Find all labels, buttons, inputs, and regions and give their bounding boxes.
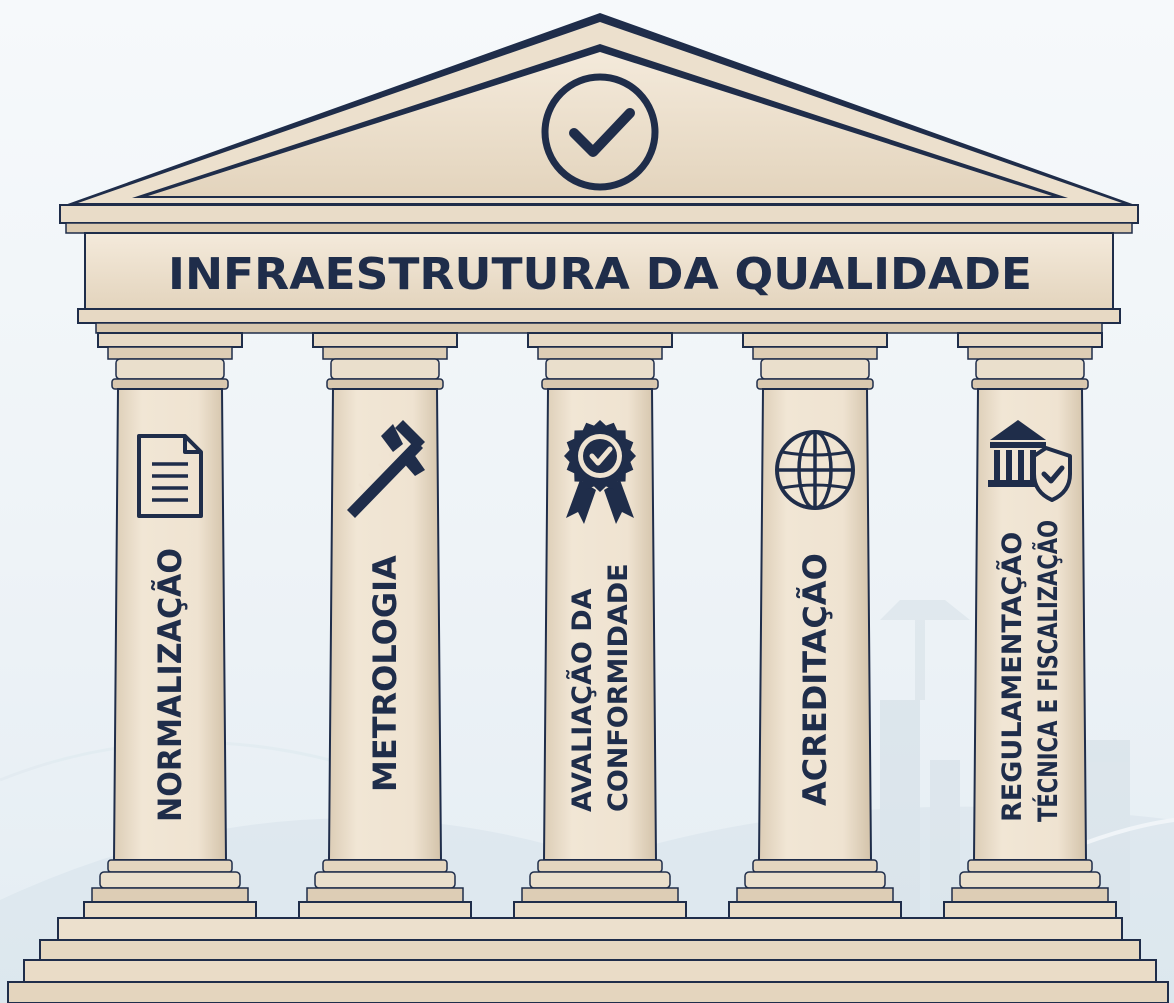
column-2: METROLOGIA [298, 332, 472, 919]
pillar-label-4-line-1: ACREDITAÇÃO [796, 553, 834, 806]
pillar-label-3-line-1: AVALIAÇÃO DA [566, 588, 598, 812]
pillar-label-3-line-2: CONFORMIDADE [603, 563, 634, 812]
stylobate-steps [7, 917, 1169, 1003]
caliper-icon [347, 420, 425, 518]
banner-title: INFRAESTRUTURA DA QUALIDADE [168, 249, 1032, 300]
pediment [62, 13, 1138, 206]
document-icon [137, 434, 203, 518]
column-1: NORMALIZAÇÃO [83, 332, 257, 919]
award-ribbon-icon [564, 420, 636, 524]
pillar-label-5-line-2: TÉCNICA E FISCALIZAÇÃO [1032, 520, 1064, 822]
column-4: ACREDITAÇÃO [728, 332, 902, 919]
government-shield-icon [988, 420, 1072, 502]
pillar-label-2-line-1: METROLOGIA [366, 555, 404, 792]
pillar-label-1-line-1: NORMALIZAÇÃO [151, 548, 189, 822]
pillar-label-5-line-1: REGULAMENTAÇÃO [996, 532, 1028, 822]
globe-icon [775, 430, 855, 510]
check-circle-icon [541, 73, 659, 191]
entablature [59, 204, 1139, 334]
